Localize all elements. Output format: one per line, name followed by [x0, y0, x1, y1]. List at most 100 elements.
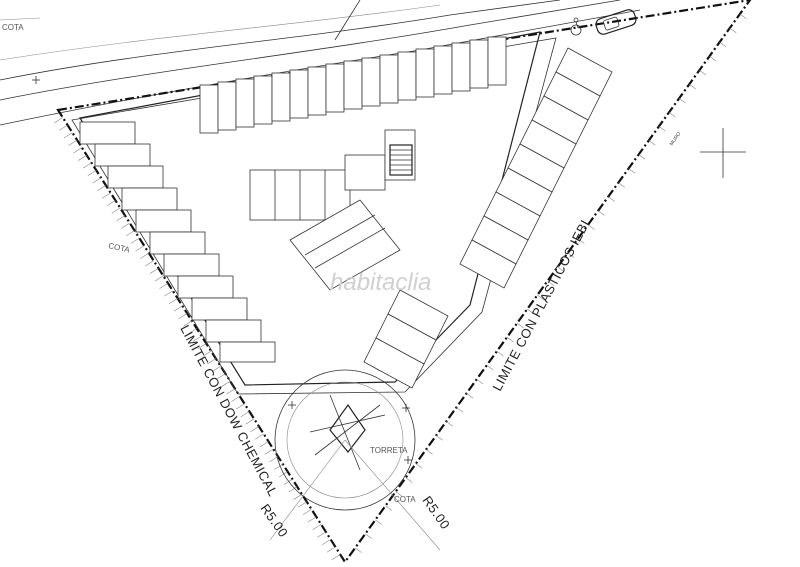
boundary-ticks-right [354, 13, 747, 553]
boundary-tick [135, 245, 145, 252]
boundary-tick [547, 280, 555, 286]
boundary-tick [106, 200, 116, 207]
parking-row-right [363, 47, 613, 389]
wheelchair-icon [570, 17, 582, 36]
boundary-tick [307, 516, 317, 523]
boundary-tick [63, 132, 73, 139]
boundary-tick [668, 112, 676, 118]
boundary-tick [149, 267, 159, 274]
boundary-tick [385, 505, 393, 511]
boundary-tick [587, 224, 595, 230]
boundary-tick [317, 531, 327, 538]
boundary-tick [486, 365, 494, 371]
boundary-tick [312, 524, 322, 530]
boundary-tick [699, 70, 707, 76]
boundary-tick [527, 308, 534, 315]
parking-row-left [79, 121, 276, 363]
boundary-tick [111, 207, 121, 214]
boundary-tick [231, 396, 240, 402]
boundary-tick [226, 388, 236, 395]
boundary-tick [264, 448, 274, 455]
boundary-tick [58, 124, 68, 131]
boundary-tick [506, 336, 514, 343]
boundary-tick [466, 393, 474, 399]
boundary-tick [240, 411, 250, 417]
boundary-tick [78, 154, 87, 161]
boundary-tick [216, 373, 226, 380]
boundary-tick [331, 554, 341, 561]
label-cota-bottom: COTA [394, 495, 416, 504]
boundary-tick [719, 41, 727, 48]
boundary-tick [435, 435, 443, 441]
boundary-tick [618, 182, 626, 188]
boundary-tick [729, 27, 737, 34]
boundary-tick [557, 266, 565, 272]
boundary-tick [54, 117, 63, 124]
boundary-tick [159, 283, 169, 289]
boundary-tick [255, 433, 264, 440]
boundary-tick [678, 98, 686, 104]
boundary-tick [395, 491, 403, 497]
boundary-tick [567, 252, 575, 258]
boundary-tick [278, 471, 288, 478]
watermark: habitaclia [330, 269, 431, 296]
boundary-tick [537, 294, 545, 300]
boundary-tick [250, 426, 260, 433]
crosshair-icon [700, 128, 746, 178]
boundary-tick [168, 298, 178, 304]
boundary-tick [375, 519, 383, 525]
boundary-tick [97, 185, 106, 191]
label-tower: TORRETA [370, 446, 408, 455]
boundary-tick [212, 365, 221, 372]
boundary-tick [68, 139, 78, 146]
boundary-tick [709, 55, 717, 62]
boundary-tick [192, 335, 202, 342]
boundary-tick [82, 162, 92, 169]
car-icon [595, 9, 637, 35]
boundary-tick [689, 84, 696, 90]
boundary-tick [197, 343, 207, 350]
boundary-tick [456, 407, 464, 413]
boundary-tick [446, 421, 453, 427]
tower-area [269, 369, 441, 551]
boundary-tick [102, 192, 111, 199]
boundary-tick [516, 322, 524, 329]
boundary-tick [164, 290, 173, 297]
boundary-tick [207, 358, 217, 365]
boundary-tick [245, 418, 255, 425]
boundary-tick [92, 177, 102, 184]
boundary-tick [628, 168, 636, 174]
boundary-ticks-left [54, 117, 341, 561]
boundary-tick [202, 350, 212, 357]
boundary-tick [658, 126, 666, 132]
boundary-tick [178, 313, 188, 320]
boundary-tick [476, 379, 484, 385]
boundary-tick [125, 230, 135, 237]
boundary-tick [425, 449, 433, 455]
boundary-tick [577, 238, 585, 244]
boundary-tick [274, 463, 283, 470]
boundary-tick [354, 547, 362, 553]
boundary-tick [638, 154, 646, 160]
boundary-tick [121, 222, 130, 229]
boundary-tick [87, 170, 97, 176]
survey-marks [32, 76, 412, 464]
label-cota-left: COTA [108, 241, 132, 254]
boundary-tick [302, 509, 312, 515]
boundary-tick [269, 456, 279, 463]
boundary-tick [259, 441, 269, 448]
boundary-tick [116, 215, 126, 222]
boundary-tick [140, 252, 150, 259]
boundary-tick [415, 463, 423, 469]
label-radius-right: R5.00 [420, 493, 454, 532]
boundary-tick [365, 533, 372, 539]
boundary-tick [608, 196, 615, 202]
boundary-tick [73, 147, 83, 154]
boundary-tick [322, 539, 331, 546]
boundary-tick [597, 210, 605, 216]
boundary-tick [648, 140, 656, 146]
boundary-tick [293, 493, 303, 500]
boundary-tick [235, 403, 245, 410]
boundary-tick [496, 351, 504, 357]
